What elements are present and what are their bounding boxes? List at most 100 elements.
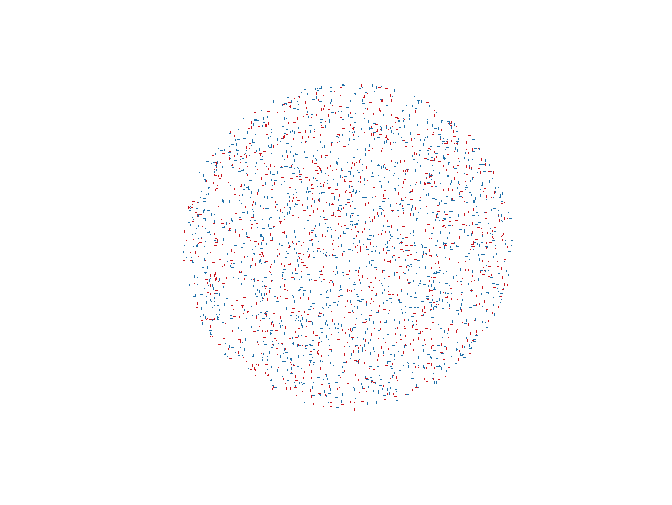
particle-red xyxy=(199,214,202,215)
particle-red xyxy=(302,391,303,392)
particle-blue xyxy=(484,212,485,213)
particle-blue xyxy=(272,185,273,186)
particle-red xyxy=(486,247,487,249)
particle-red xyxy=(304,311,305,313)
particle-red xyxy=(275,330,278,331)
particle-red xyxy=(296,176,298,177)
particle-red xyxy=(284,207,285,208)
particle-blue xyxy=(282,376,283,377)
particle-blue xyxy=(313,177,314,179)
particle-blue xyxy=(328,355,329,356)
particle-blue xyxy=(361,128,362,130)
particle-red xyxy=(396,272,398,273)
particle-red xyxy=(501,203,503,204)
particle-blue xyxy=(350,300,351,303)
particle-blue xyxy=(293,108,296,109)
particle-red xyxy=(456,126,457,127)
particle-blue xyxy=(227,261,228,262)
particle-blue xyxy=(282,344,283,345)
particle-red xyxy=(457,165,459,166)
particle-blue xyxy=(320,294,322,295)
particle-blue xyxy=(469,192,471,193)
particle-red xyxy=(360,249,361,252)
particle-blue xyxy=(378,330,380,331)
particle-blue xyxy=(353,189,354,192)
particle-red xyxy=(207,282,208,284)
particle-blue xyxy=(373,209,374,211)
particle-red xyxy=(321,125,322,126)
particle-red xyxy=(342,170,343,171)
particle-blue xyxy=(423,314,424,316)
particle-blue xyxy=(309,354,312,355)
particle-red xyxy=(410,191,413,192)
particle-blue xyxy=(371,251,373,252)
particle-blue xyxy=(420,181,421,184)
particle-red xyxy=(350,124,351,126)
particle-blue xyxy=(282,274,283,277)
particle-blue xyxy=(252,249,253,250)
particle-red xyxy=(285,326,286,329)
particle-blue xyxy=(260,301,261,302)
particle-blue xyxy=(418,307,419,308)
particle-blue xyxy=(410,132,411,135)
particle-red xyxy=(426,178,427,179)
particle-blue xyxy=(297,109,299,110)
particle-blue xyxy=(205,273,206,274)
particle-blue xyxy=(310,345,313,346)
particle-blue xyxy=(461,303,462,306)
particle-red xyxy=(402,226,405,227)
particle-red xyxy=(308,297,309,300)
particle-blue xyxy=(242,355,243,356)
particle-blue xyxy=(388,286,389,287)
particle-blue xyxy=(338,207,339,210)
particle-red xyxy=(192,221,194,222)
particle-red xyxy=(271,264,272,265)
particle-blue xyxy=(200,316,201,317)
particle-blue xyxy=(358,181,359,182)
particle-blue xyxy=(389,392,390,395)
particle-blue xyxy=(447,176,449,177)
particle-blue xyxy=(409,307,412,308)
particle-blue xyxy=(340,289,342,290)
particle-blue xyxy=(420,139,421,141)
particle-red xyxy=(317,248,320,249)
particle-red xyxy=(218,175,219,177)
particle-red xyxy=(216,188,218,189)
particle-blue xyxy=(460,353,461,355)
particle-red xyxy=(396,203,397,204)
particle-blue xyxy=(395,162,396,163)
particle-red xyxy=(393,255,395,256)
particle-red xyxy=(341,404,344,405)
particle-blue xyxy=(270,217,272,218)
particle-blue xyxy=(255,202,256,205)
particle-blue xyxy=(204,209,205,211)
particle-blue xyxy=(207,232,210,233)
particle-blue xyxy=(409,114,410,117)
particle-blue xyxy=(369,261,370,264)
particle-blue xyxy=(253,214,254,217)
particle-red xyxy=(326,255,327,256)
particle-blue xyxy=(252,209,253,210)
particle-blue xyxy=(436,186,437,187)
particle-red xyxy=(507,246,508,248)
particle-blue xyxy=(298,290,300,291)
particle-blue xyxy=(358,172,360,173)
particle-red xyxy=(261,353,262,354)
particle-red xyxy=(345,332,346,334)
particle-blue xyxy=(315,88,316,90)
particle-red xyxy=(238,351,239,354)
particle-blue xyxy=(480,189,481,190)
particle-blue xyxy=(331,229,332,230)
particle-red xyxy=(476,330,477,333)
particle-blue xyxy=(222,227,225,228)
particle-blue xyxy=(254,253,255,255)
particle-blue xyxy=(382,270,385,271)
particle-red xyxy=(374,216,375,219)
particle-red xyxy=(373,369,375,370)
particle-blue xyxy=(326,374,327,377)
particle-red xyxy=(311,188,314,189)
particle-red xyxy=(336,169,337,170)
particle-red xyxy=(246,361,247,362)
particle-red xyxy=(377,359,378,361)
